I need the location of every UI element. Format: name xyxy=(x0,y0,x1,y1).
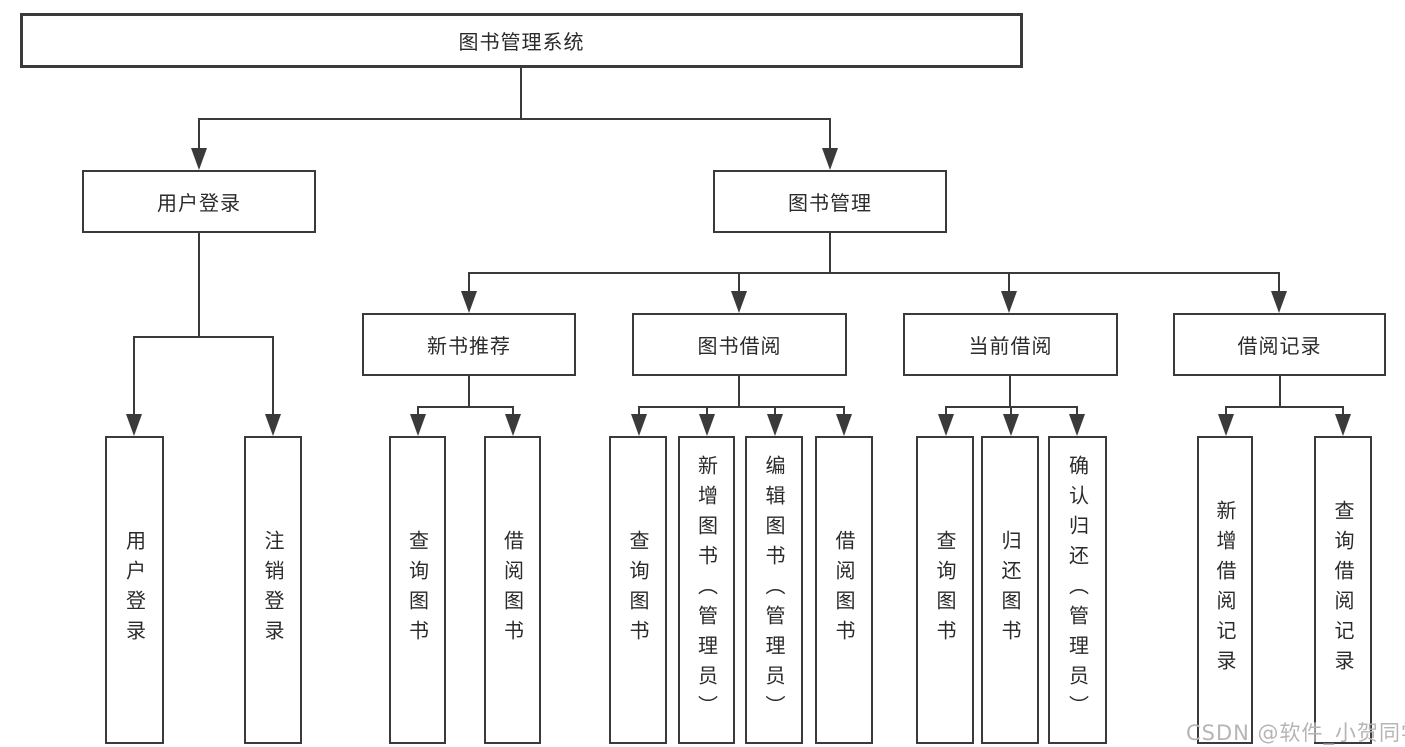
node-label: 新书推荐 xyxy=(427,334,511,358)
node-label: 查询借阅记录 xyxy=(1331,500,1355,680)
connector-line xyxy=(706,406,708,418)
arrowhead-down-icon xyxy=(836,414,852,436)
leaf-borrow-edit-book-admin: 编辑图书（管理员） xyxy=(745,436,803,744)
connector-line xyxy=(520,68,522,118)
arrowhead-down-icon xyxy=(731,291,747,313)
arrowhead-down-icon xyxy=(1003,414,1019,436)
node-label: 当前借阅 xyxy=(968,334,1053,358)
arrowhead-down-icon xyxy=(767,414,783,436)
arrowhead-down-icon xyxy=(1271,291,1287,313)
arrowhead-down-icon xyxy=(126,414,142,436)
node-label: 归还图书 xyxy=(998,530,1022,650)
csdn-watermark: CSDN @软件_小贺同学 xyxy=(1186,721,1405,745)
leaf-record-add: 新增借阅记录 xyxy=(1197,436,1253,744)
connector-line xyxy=(774,406,776,418)
leaf-recommend-borrow-book: 借阅图书 xyxy=(484,436,541,744)
arrowhead-down-icon xyxy=(1335,414,1351,436)
node-label: 图书管理 xyxy=(788,191,872,215)
node-book-borrow: 图书借阅 xyxy=(632,313,847,376)
node-label: 借阅图书 xyxy=(500,530,525,650)
connector-line xyxy=(272,336,274,418)
connector-line xyxy=(1076,406,1078,418)
node-label: 用户登录 xyxy=(122,530,147,650)
leaf-record-query: 查询借阅记录 xyxy=(1314,436,1372,744)
leaf-borrow-add-book-admin: 新增图书（管理员） xyxy=(678,436,735,744)
connector-line xyxy=(468,272,1280,274)
leaf-current-query-book: 查询图书 xyxy=(916,436,974,744)
connector-line xyxy=(1009,376,1011,406)
node-label: 新增图书（管理员） xyxy=(694,455,719,725)
node-label: 查询图书 xyxy=(933,530,957,650)
connector-line xyxy=(133,336,274,338)
arrowhead-down-icon xyxy=(1001,291,1017,313)
leaf-current-return-book: 归还图书 xyxy=(981,436,1039,744)
connector-line xyxy=(1342,406,1344,418)
connector-line xyxy=(198,118,200,150)
connector-line xyxy=(417,406,514,408)
leaf-current-confirm-return-admin: 确认归还（管理员） xyxy=(1048,436,1107,744)
node-label: 借阅记录 xyxy=(1237,334,1322,358)
node-current-borrow: 当前借阅 xyxy=(903,313,1118,376)
node-book-management-module: 图书管理 xyxy=(713,170,947,233)
leaf-recommend-query-book: 查询图书 xyxy=(389,436,446,744)
connector-line xyxy=(829,118,831,150)
connector-line xyxy=(133,336,135,418)
connector-line xyxy=(738,272,740,294)
arrowhead-down-icon xyxy=(505,414,521,436)
arrowhead-down-icon xyxy=(822,148,838,170)
connector-line xyxy=(417,406,419,418)
connector-line xyxy=(843,406,845,418)
connector-line xyxy=(638,406,640,418)
node-root-library-management-system: 图书管理系统 xyxy=(20,13,1023,68)
leaf-borrow-query-book: 查询图书 xyxy=(609,436,667,744)
arrowhead-down-icon xyxy=(938,414,954,436)
connector-line xyxy=(468,272,470,294)
connector-line xyxy=(1225,406,1343,408)
arrowhead-down-icon xyxy=(265,414,281,436)
connector-line xyxy=(738,376,740,406)
connector-line xyxy=(1225,406,1227,418)
connector-line xyxy=(1279,376,1281,406)
node-label: 确认归还（管理员） xyxy=(1065,455,1090,725)
connector-line xyxy=(829,233,831,272)
connector-line xyxy=(638,406,844,408)
arrowhead-down-icon xyxy=(1069,414,1085,436)
arrowhead-down-icon xyxy=(461,291,477,313)
connector-line xyxy=(198,233,200,336)
connector-line xyxy=(468,376,470,406)
node-label: 编辑图书（管理员） xyxy=(762,455,786,725)
leaf-borrow-borrow-book: 借阅图书 xyxy=(815,436,873,744)
arrowhead-down-icon xyxy=(699,414,715,436)
node-new-book-recommend: 新书推荐 xyxy=(362,313,576,376)
node-user-login-module: 用户登录 xyxy=(82,170,316,233)
node-label: 借阅图书 xyxy=(832,530,856,650)
node-borrow-record: 借阅记录 xyxy=(1173,313,1386,376)
connector-line xyxy=(945,406,947,418)
node-label: 图书借阅 xyxy=(697,334,782,358)
arrowhead-down-icon xyxy=(191,148,207,170)
node-label: 图书管理系统 xyxy=(458,30,585,54)
connector-line xyxy=(512,406,514,418)
connector-line xyxy=(1008,272,1010,294)
node-label: 用户登录 xyxy=(157,191,241,215)
connector-line xyxy=(1278,272,1280,294)
leaf-logout: 注销登录 xyxy=(244,436,302,744)
node-label: 注销登录 xyxy=(261,530,285,650)
arrowhead-down-icon xyxy=(410,414,426,436)
connector-line xyxy=(1010,406,1012,418)
arrowhead-down-icon xyxy=(631,414,647,436)
connector-line xyxy=(198,118,831,120)
node-label: 新增借阅记录 xyxy=(1213,500,1237,680)
node-label: 查询图书 xyxy=(405,530,430,650)
arrowhead-down-icon xyxy=(1218,414,1234,436)
leaf-user-login: 用户登录 xyxy=(105,436,164,744)
node-label: 查询图书 xyxy=(626,530,650,650)
